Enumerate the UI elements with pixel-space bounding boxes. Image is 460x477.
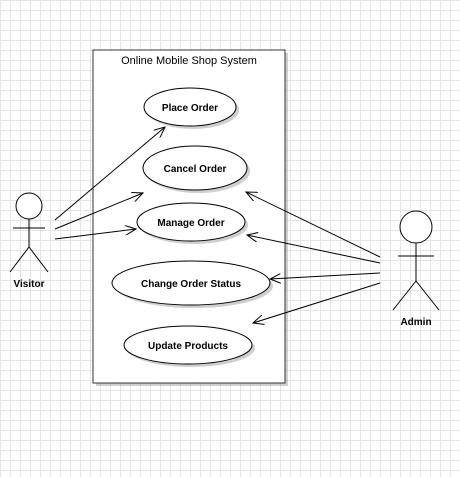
associations-admin — [246, 192, 381, 323]
stick-figure-icon — [392, 210, 440, 311]
use-case-cancel-order[interactable]: Cancel Order — [142, 145, 250, 193]
actor-label: Visitor — [14, 279, 45, 290]
stick-figure-icon — [9, 192, 49, 273]
actor-label: Admin — [400, 317, 431, 328]
actor-visitor[interactable]: Visitor — [9, 192, 49, 290]
use-case-place-order[interactable]: Place Order — [143, 87, 239, 129]
use-case-label: Place Order — [162, 103, 218, 114]
use-case-manage-order[interactable]: Manage Order — [136, 202, 248, 244]
system-title: Online Mobile Shop System — [121, 55, 257, 67]
association-arrow — [253, 282, 381, 323]
use-case-change-order-status[interactable]: Change Order Status — [111, 260, 273, 308]
association-arrow — [54, 127, 165, 221]
association-arrow — [270, 272, 381, 279]
associations-visitor — [54, 127, 165, 240]
use-case-label: Change Order Status — [141, 279, 241, 290]
use-case-label: Cancel Order — [164, 164, 227, 175]
use-case-label: Update Products — [148, 341, 228, 352]
use-case-label: Manage Order — [157, 218, 224, 229]
association-arrow — [54, 193, 143, 230]
association-arrow — [247, 235, 381, 264]
actor-admin[interactable]: Admin — [392, 210, 440, 328]
use-case-update-products[interactable]: Update Products — [123, 325, 255, 367]
association-arrow — [246, 192, 381, 258]
association-arrow — [54, 229, 136, 240]
